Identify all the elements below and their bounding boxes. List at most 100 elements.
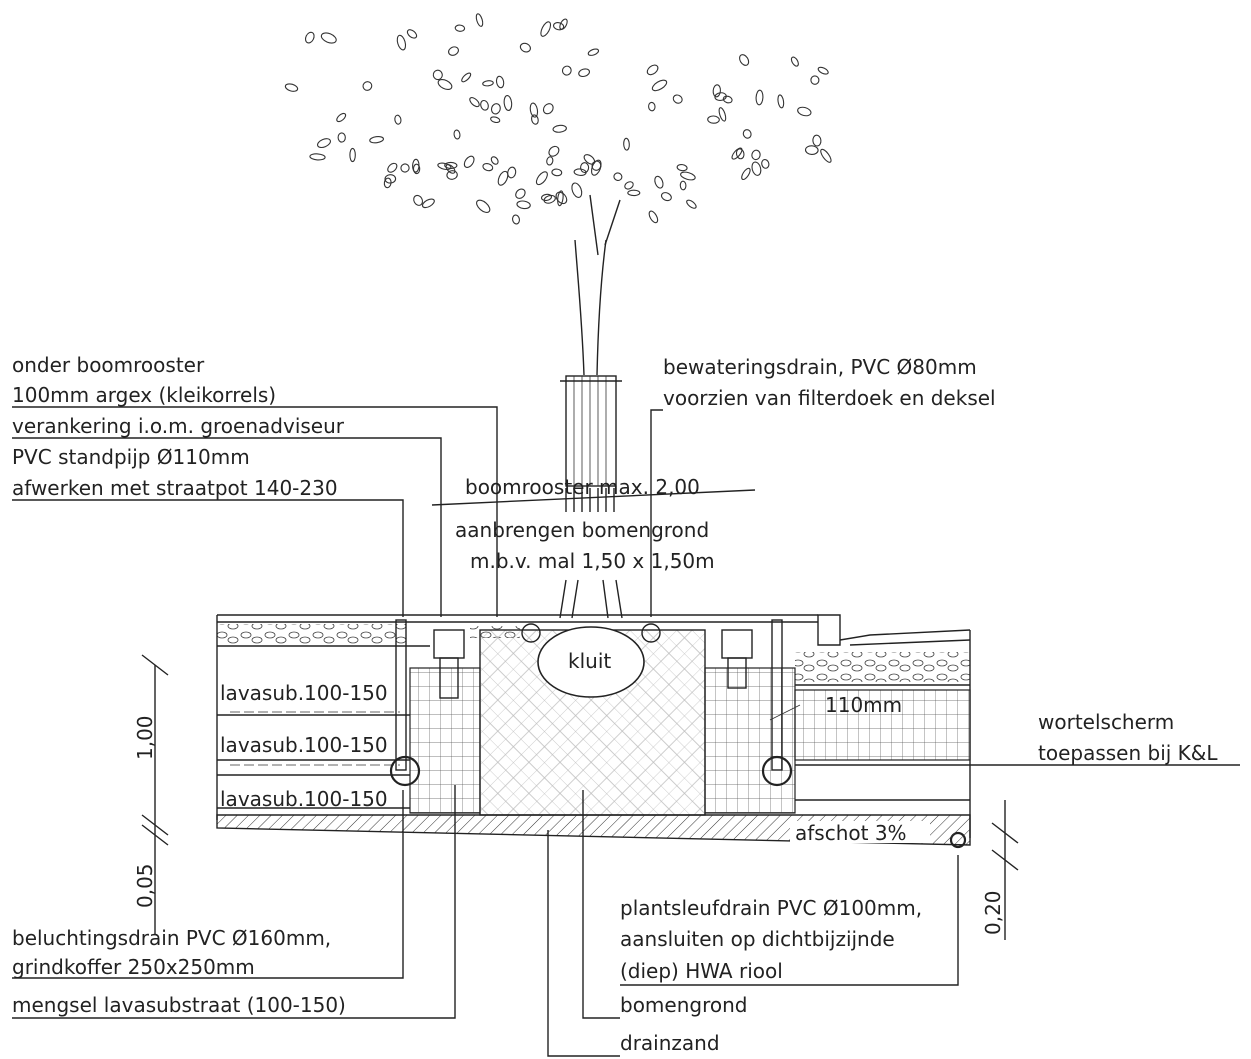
label-hwa: (diep) HWA riool xyxy=(620,959,783,983)
leaf xyxy=(648,101,656,112)
leaf xyxy=(482,80,494,87)
leaf xyxy=(739,54,750,66)
leaf xyxy=(529,102,539,118)
leaf xyxy=(512,214,520,225)
leaf xyxy=(309,153,326,161)
leaf xyxy=(777,94,785,109)
leaf xyxy=(445,164,456,174)
label-standpijp: PVC standpijp Ø110mm xyxy=(12,445,250,469)
annotations: onder boomrooster 100mm argex (kleikorre… xyxy=(12,353,1218,1055)
leaf xyxy=(337,132,346,143)
leaf xyxy=(369,136,384,144)
leaf xyxy=(507,166,517,179)
label-lavasub-3: lavasub.100-150 xyxy=(220,787,388,811)
leaf xyxy=(731,147,743,160)
label-afschot: afschot 3% xyxy=(795,821,907,845)
leaf xyxy=(755,89,764,106)
leaf xyxy=(515,188,526,199)
leaf xyxy=(490,116,501,124)
leaf xyxy=(812,134,822,147)
leaf xyxy=(797,106,812,117)
lava-substrate-right xyxy=(704,667,971,814)
leaf xyxy=(421,198,435,209)
leaf xyxy=(742,129,752,139)
leaf xyxy=(463,155,475,168)
leaf xyxy=(542,103,554,115)
label-kluit: kluit xyxy=(568,649,611,673)
leaf xyxy=(476,199,491,213)
leaf xyxy=(540,21,552,37)
leaf xyxy=(503,94,513,112)
leaf xyxy=(336,112,347,123)
leaf xyxy=(707,115,720,124)
leaf xyxy=(761,159,770,169)
leaf xyxy=(646,64,659,76)
leaf xyxy=(820,148,832,163)
leaf xyxy=(519,42,531,53)
leaf xyxy=(516,200,531,210)
root-zone xyxy=(479,626,706,816)
leaf xyxy=(583,154,596,165)
leaf xyxy=(304,31,315,44)
tree-guard xyxy=(559,375,623,619)
leaf xyxy=(680,171,696,181)
leaf xyxy=(531,114,539,125)
label-grindkoffer: grindkoffer 250x250mm xyxy=(12,955,255,979)
root-ball xyxy=(537,626,645,698)
label-afwerken: afwerken met straatpot 140-230 xyxy=(12,476,338,500)
aeration-drain-left xyxy=(389,755,421,787)
tree-canopy xyxy=(284,13,832,225)
leaf xyxy=(384,174,397,184)
leaf xyxy=(790,56,799,67)
label-beluchting: beluchtingsdrain PVC Ø160mm, xyxy=(12,926,331,950)
leaf xyxy=(387,162,398,173)
leaf xyxy=(561,65,572,76)
tree-trunk xyxy=(574,194,621,376)
leaf xyxy=(446,170,458,180)
leaf xyxy=(686,199,697,209)
leaf xyxy=(437,79,453,90)
leaf xyxy=(627,189,641,197)
label-mal: m.b.v. mal 1,50 x 1,50m xyxy=(470,549,715,573)
leaf xyxy=(454,24,466,32)
label-bewateringsdrain: bewateringsdrain, PVC Ø80mm xyxy=(663,355,977,379)
leaf xyxy=(817,66,829,75)
leaf xyxy=(676,163,688,172)
pipes xyxy=(389,619,967,849)
leaf xyxy=(751,149,761,161)
leaf xyxy=(482,162,494,172)
leaf xyxy=(490,103,501,115)
leaf xyxy=(497,170,509,186)
leaf xyxy=(718,107,727,122)
leaf xyxy=(551,168,563,177)
leader-lines xyxy=(12,406,1240,1057)
leaf xyxy=(432,69,443,81)
leaf xyxy=(580,162,590,174)
aeration-drain-right xyxy=(761,755,793,787)
label-aansluiten: aansluiten op dichtbijzijnde xyxy=(620,927,895,951)
leaf xyxy=(571,182,583,198)
label-onder-boomrooster: onder boomrooster xyxy=(12,353,205,377)
leaf xyxy=(555,191,568,205)
leaf xyxy=(400,163,410,173)
leaf xyxy=(672,94,683,104)
label-filterdoek: voorzien van filterdoek en deksel xyxy=(663,386,996,410)
leaf xyxy=(651,79,668,92)
leaf xyxy=(453,129,461,140)
dimension-lines xyxy=(141,489,1019,940)
leaf xyxy=(557,190,564,207)
leaf xyxy=(461,72,472,83)
leaf xyxy=(578,68,591,78)
leaf xyxy=(469,97,480,108)
label-verankering: verankering i.o.m. groenadviseur xyxy=(12,414,345,438)
leaf xyxy=(543,194,556,204)
dimension-020: 0,20 xyxy=(981,890,1005,935)
dimension-005: 0,05 xyxy=(133,863,157,908)
leaf xyxy=(412,163,421,175)
leaf xyxy=(317,138,331,149)
pavement xyxy=(216,614,971,838)
leaf xyxy=(490,156,499,165)
leaf xyxy=(495,75,505,89)
lava-substrate-left xyxy=(217,667,481,814)
leaf xyxy=(587,48,600,56)
